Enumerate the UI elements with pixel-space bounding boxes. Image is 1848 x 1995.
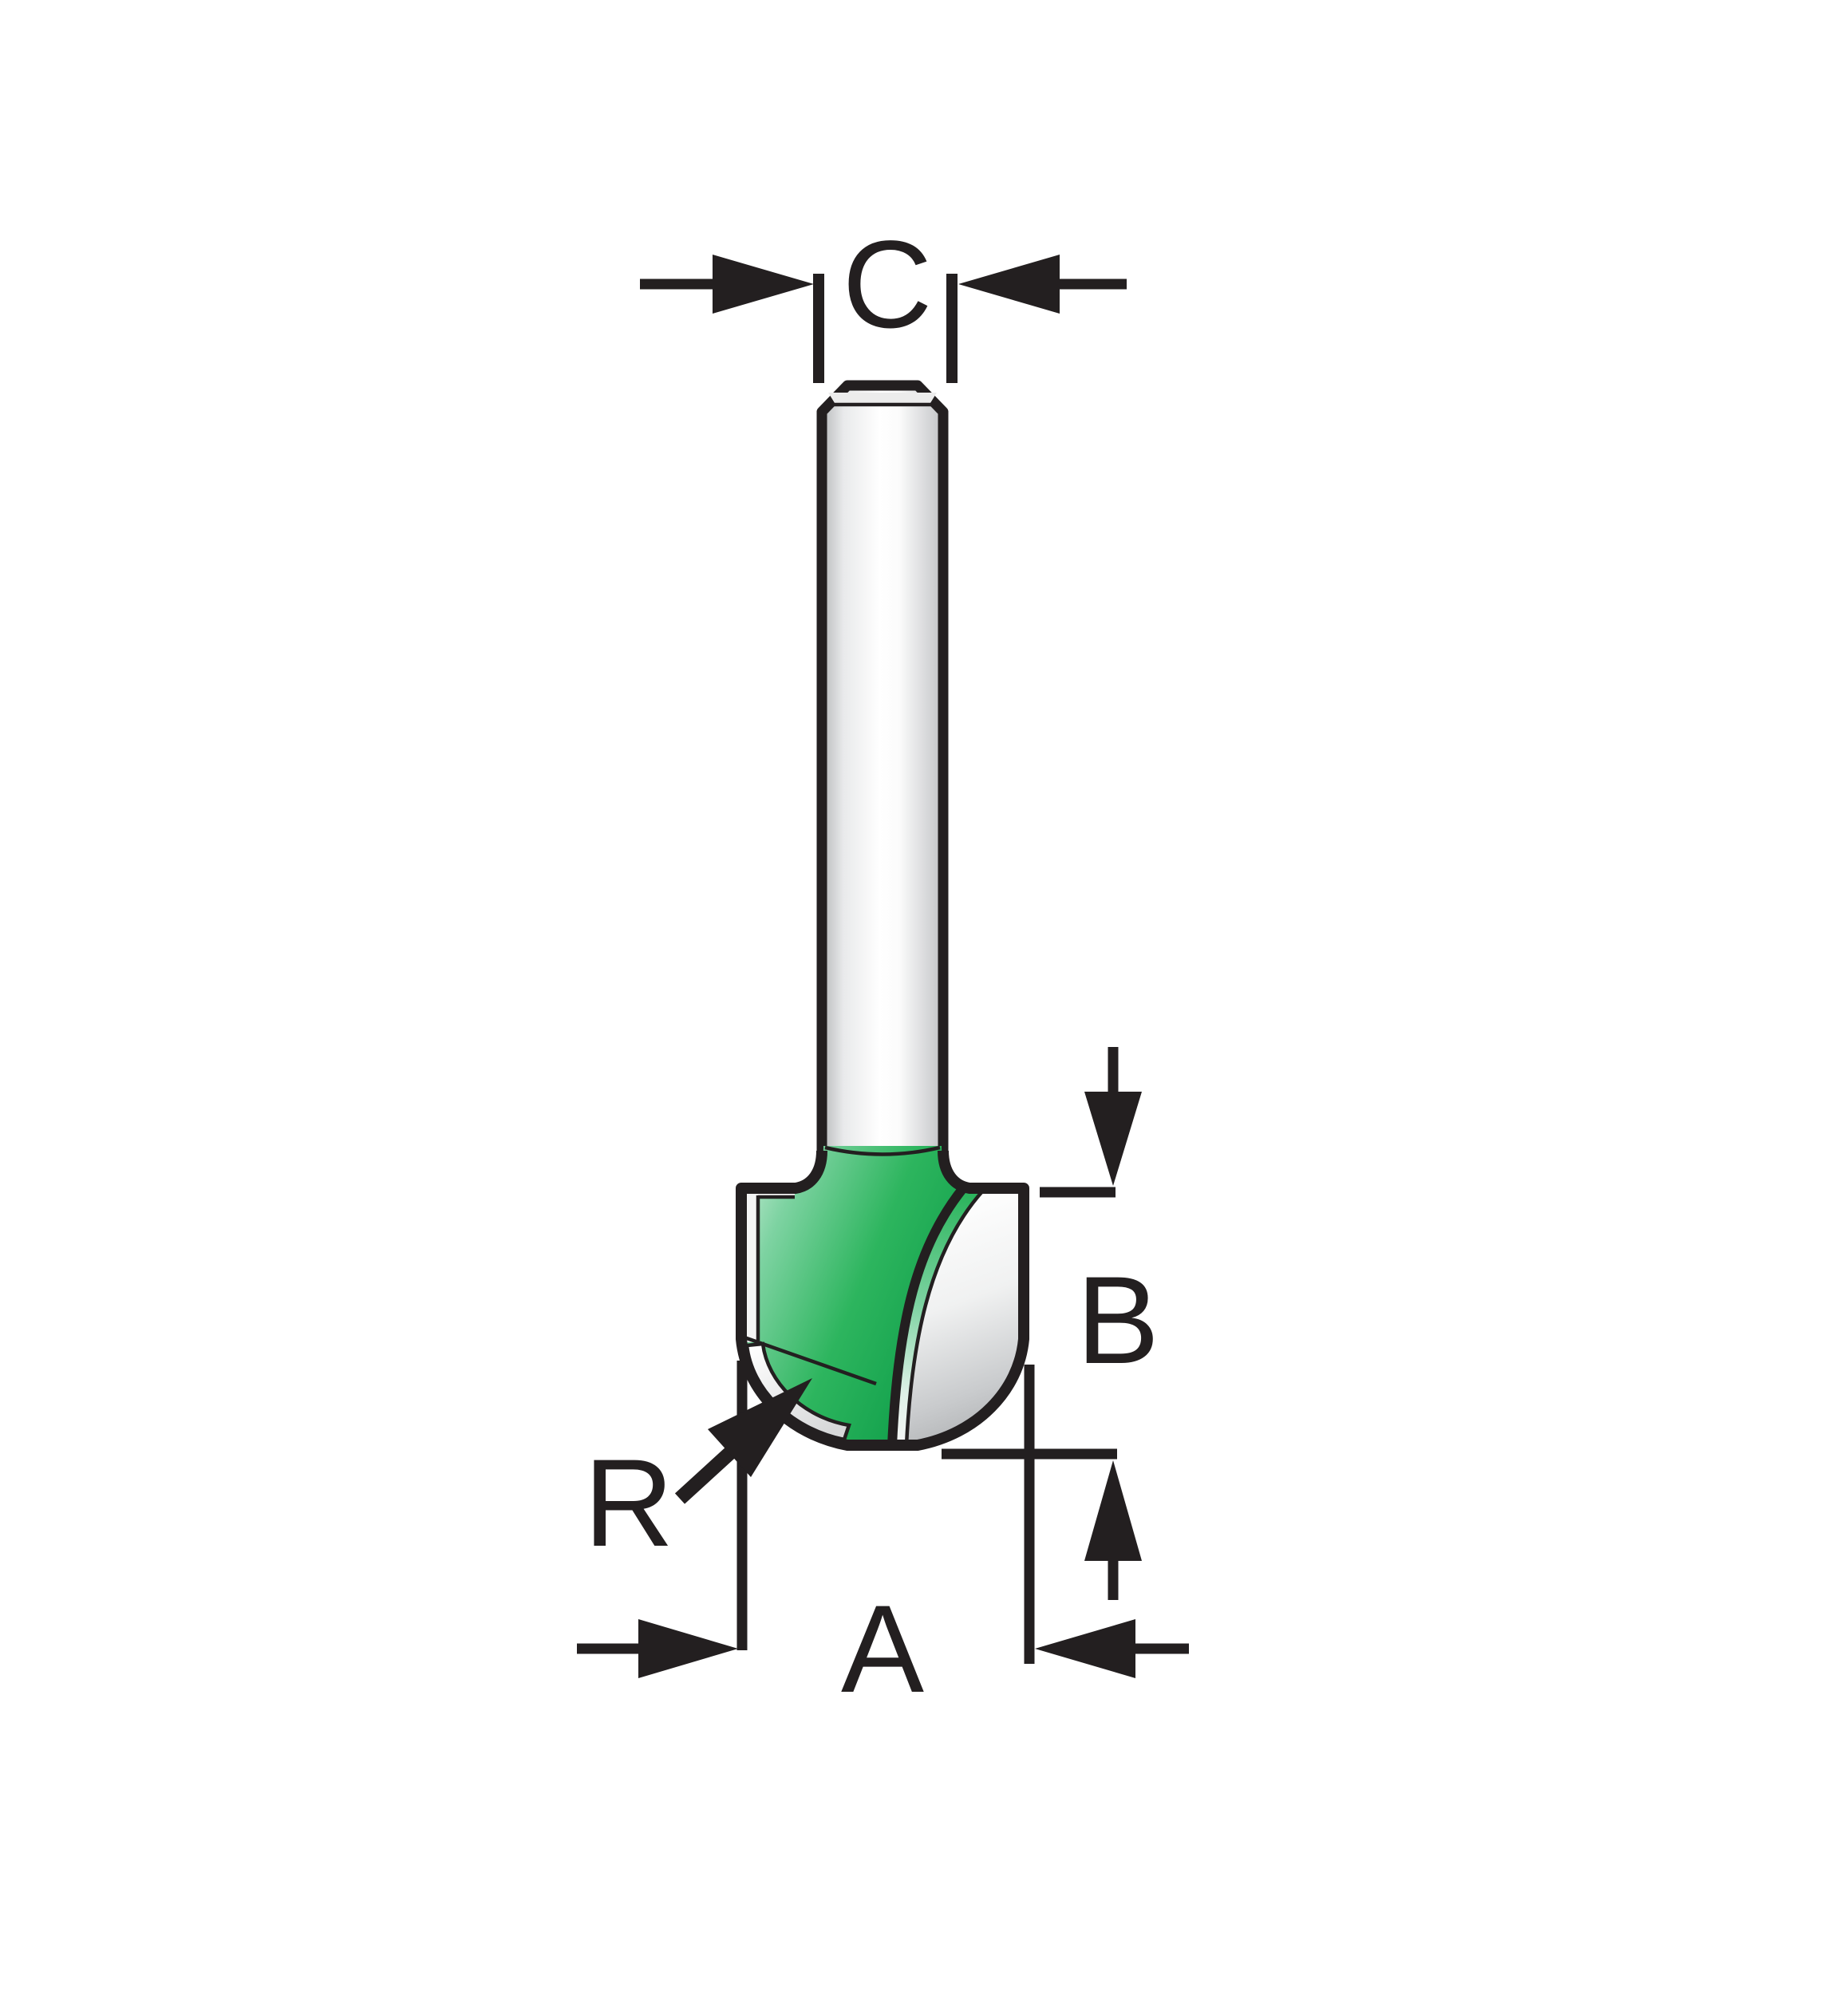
dim-b-arrow-down-head	[1084, 1092, 1142, 1186]
dim-b-arrow-up-head	[1084, 1460, 1142, 1561]
neck-boundary-line	[824, 1145, 941, 1156]
dim-c-tick-left	[813, 274, 824, 383]
dim-b: B	[942, 1047, 1159, 1600]
dim-a-label: A	[841, 1580, 924, 1719]
cutter-head-outline	[736, 1150, 1029, 1451]
dim-a-arrow-left-head	[638, 1619, 738, 1678]
dim-r-arrow-stem	[674, 1443, 740, 1504]
dim-r-arrow-head	[708, 1378, 812, 1477]
cutter-steel-side	[892, 1188, 1023, 1446]
dim-c-arrow-right-head	[958, 255, 1060, 314]
dim-c-tick-right	[946, 274, 958, 383]
dim-c-arrow-left-head	[713, 255, 814, 314]
head-inner-gap-left	[745, 1192, 758, 1342]
dim-c: C	[640, 215, 1127, 383]
dim-b-label: B	[1076, 1251, 1159, 1390]
dim-r: R	[584, 1378, 812, 1573]
shank-chamfer-face	[828, 393, 937, 403]
dim-r-label: R	[584, 1434, 674, 1573]
dim-a: A	[577, 1361, 1189, 1719]
facet-line	[744, 1335, 877, 1386]
cutting-edge	[887, 1183, 968, 1451]
shank-body	[822, 385, 943, 1157]
shank-outline	[816, 380, 949, 1159]
dim-c-label: C	[843, 215, 933, 354]
cutter-head	[736, 1145, 1029, 1451]
shank	[816, 380, 949, 1159]
dim-a-arrow-right-head	[1035, 1619, 1135, 1678]
